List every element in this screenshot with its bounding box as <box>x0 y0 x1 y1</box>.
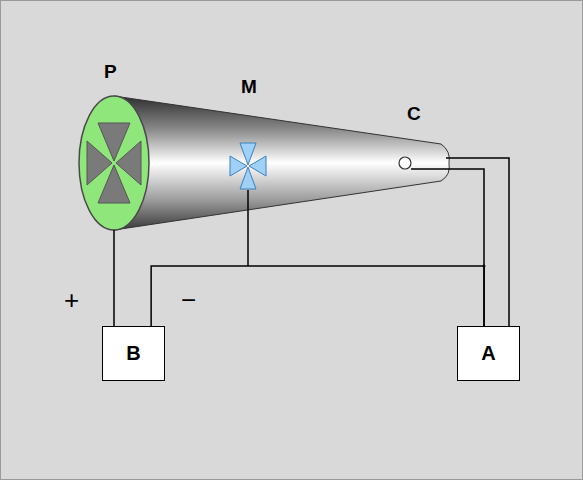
tube-body <box>114 96 449 230</box>
maltese-cross <box>230 143 266 189</box>
polarity-sign: − <box>181 287 196 313</box>
instrument-box: B <box>102 326 165 381</box>
instrument-box: A <box>457 326 520 381</box>
cathode <box>399 157 411 169</box>
box-letter: A <box>481 342 495 365</box>
fluorescent-screen <box>79 96 149 230</box>
wires <box>114 158 509 326</box>
part-label: C <box>407 104 421 123</box>
box-letter: B <box>126 342 140 365</box>
polarity-sign: + <box>64 287 79 313</box>
circuit-wire <box>151 266 484 326</box>
part-label: M <box>241 77 257 96</box>
part-label: P <box>104 62 117 81</box>
cross-shadow <box>87 123 141 203</box>
